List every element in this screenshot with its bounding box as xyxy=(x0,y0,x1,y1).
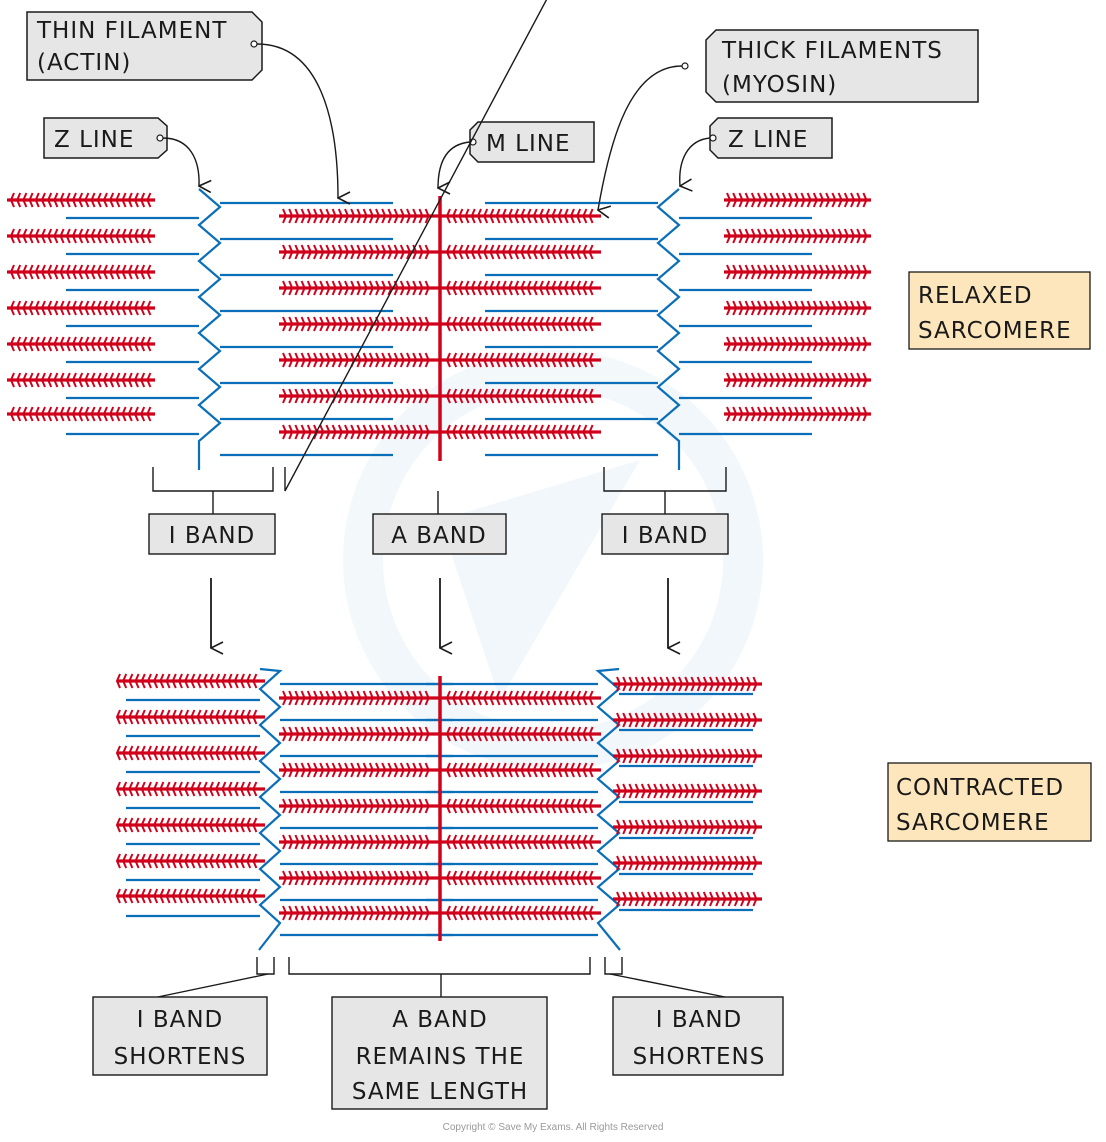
myosin-filament xyxy=(115,817,265,833)
relaxed-label-line1: RELAXED xyxy=(918,283,1033,309)
myosin-filament xyxy=(724,372,871,388)
myosin-filament xyxy=(7,264,155,280)
myosin-filament xyxy=(613,748,762,764)
i-band-left-label: I BAND xyxy=(148,513,276,555)
svg-text:I BAND: I BAND xyxy=(656,1007,743,1033)
myosin-filament xyxy=(724,264,871,280)
m-line-label: M LINE xyxy=(486,131,571,157)
svg-text:A BAND: A BAND xyxy=(391,523,486,549)
myosin-filament xyxy=(724,406,871,422)
z-line-left xyxy=(197,188,222,470)
copyright-notice: Copyright © Save My Exams. All Rights Re… xyxy=(442,1122,664,1133)
svg-text:I BAND: I BAND xyxy=(622,523,709,549)
svg-text:SHORTENS: SHORTENS xyxy=(114,1044,247,1070)
z-line-right-callout: Z LINE xyxy=(680,117,833,186)
thick-filaments-arrow-icon xyxy=(598,65,683,210)
a-band-same-length-label: A BAND REMAINS THE SAME LENGTH xyxy=(331,996,548,1110)
i-band-shortens-right-label: I BAND SHORTENS xyxy=(612,996,784,1076)
i-band-right-label: I BAND xyxy=(601,513,729,555)
myosin-filament xyxy=(115,781,265,797)
contracted-band-brackets xyxy=(152,957,731,999)
m-line-arrow-icon xyxy=(438,141,471,188)
thick-filaments-label-line1: THICK FILAMENTS xyxy=(721,38,943,64)
myosin-filament xyxy=(613,819,762,835)
myosin-filament xyxy=(7,372,155,388)
z-line-left-callout: Z LINE xyxy=(43,117,199,186)
anchor-dot-icon xyxy=(681,62,689,70)
myosin-filament xyxy=(724,336,871,352)
z-line-right-label: Z LINE xyxy=(728,127,808,153)
thick-filaments-label-line2: (MYOSIN) xyxy=(722,72,837,98)
myosin-filament xyxy=(724,228,871,244)
a-band-bracket xyxy=(284,0,548,492)
myosin-filament xyxy=(115,709,265,725)
anchor-dot-icon xyxy=(709,134,717,142)
myosin-filament xyxy=(613,712,762,728)
contracted-sarcomere-label: CONTRACTED SARCOMERE xyxy=(887,762,1092,842)
myosin-filament xyxy=(7,192,155,208)
myosin-filament xyxy=(613,891,762,907)
m-line-callout: M LINE xyxy=(438,121,595,188)
svg-text:SAME LENGTH: SAME LENGTH xyxy=(352,1079,528,1105)
myosin-filament xyxy=(613,676,762,692)
svg-text:I BAND: I BAND xyxy=(137,1007,224,1033)
myosin-filament xyxy=(7,406,155,422)
myosin-filament xyxy=(724,192,871,208)
z-line-right xyxy=(656,188,681,470)
z-line-left-arrow-icon xyxy=(162,137,199,186)
contracted-sarcomere xyxy=(115,667,762,951)
relaxed-band-brackets xyxy=(152,0,727,514)
z-line-left xyxy=(258,667,283,951)
i-band-left-bracket xyxy=(152,467,274,492)
relaxed-sarcomere xyxy=(7,188,871,470)
thick-filaments-callout: THICK FILAMENTS (MYOSIN) xyxy=(598,29,979,210)
svg-text:I BAND: I BAND xyxy=(169,523,256,549)
thin-filament-label-line2: (ACTIN) xyxy=(37,50,131,76)
thin-filament-arrow-icon xyxy=(256,43,338,198)
anchor-dot-icon xyxy=(156,134,164,142)
anchor-dot-icon xyxy=(250,40,258,48)
myosin-filament xyxy=(7,300,155,316)
svg-text:A BAND: A BAND xyxy=(392,1007,487,1033)
thin-filament-callout: THIN FILAMENT (ACTIN) xyxy=(26,11,338,198)
svg-text:SHORTENS: SHORTENS xyxy=(633,1044,766,1070)
myosin-filament xyxy=(7,228,155,244)
z-line-right xyxy=(595,667,621,951)
myosin-filament xyxy=(115,745,265,761)
z-line-left-label: Z LINE xyxy=(54,127,134,153)
z-line-right-arrow-icon xyxy=(680,137,711,186)
myosin-filament xyxy=(115,673,265,689)
contracted-label-line1: CONTRACTED xyxy=(896,775,1064,801)
relaxed-sarcomere-label: RELAXED SARCOMERE xyxy=(908,271,1091,350)
myosin-filament xyxy=(7,336,155,352)
i-band-shortens-left-label: I BAND SHORTENS xyxy=(92,996,268,1076)
relaxed-label-line2: SARCOMERE xyxy=(918,318,1072,344)
svg-text:REMAINS THE: REMAINS THE xyxy=(356,1044,525,1070)
myosin-filament xyxy=(115,888,265,904)
myosin-filament xyxy=(613,783,762,799)
contracted-label-line2: SARCOMERE xyxy=(896,810,1050,836)
thin-filament-label-line1: THIN FILAMENT xyxy=(36,18,227,44)
myosin-filament xyxy=(724,300,871,316)
myosin-filament xyxy=(115,853,265,869)
a-band-label: A BAND xyxy=(372,513,507,555)
myosin-filament xyxy=(613,855,762,871)
